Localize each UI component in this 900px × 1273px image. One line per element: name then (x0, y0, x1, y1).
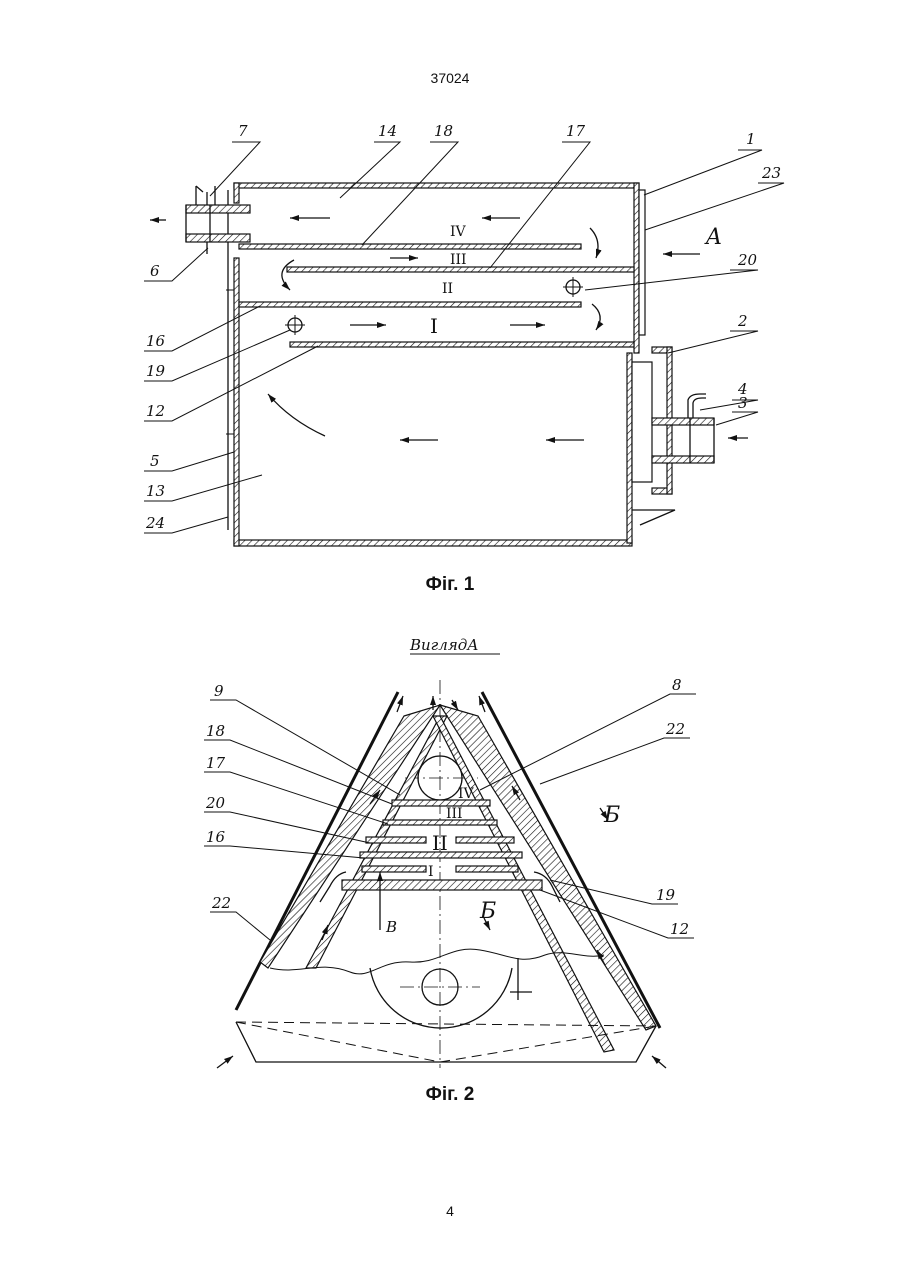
label-18-view: 18 (206, 722, 225, 740)
label-17-view: 17 (206, 754, 226, 772)
view-title: ВиглядА (409, 636, 479, 654)
page-number: 4 (0, 1203, 900, 1219)
partition-16 (239, 302, 581, 307)
label-20: 20 (737, 251, 758, 269)
front-panel-23 (639, 190, 645, 335)
label-23: 23 (761, 164, 781, 182)
burner-arc (370, 968, 512, 1028)
partition-18 (239, 244, 581, 249)
burner-plate (632, 362, 652, 482)
partition-12 (290, 342, 634, 347)
label-18: 18 (434, 122, 453, 140)
label-Be-right: Б (603, 803, 620, 828)
label-17: 17 (566, 122, 586, 140)
label-19-view: 19 (656, 886, 676, 904)
label-B: В (385, 918, 397, 936)
combustion-chamber-right-wall (627, 353, 632, 543)
figure-1-caption: Фіг. 1 (0, 574, 900, 596)
channel-II: II (442, 281, 453, 297)
outlet-pipe-6-bottom (186, 234, 250, 242)
channel-II-view: II (432, 831, 448, 855)
label-16: 16 (146, 332, 166, 350)
burner-tube-3-top (652, 418, 714, 425)
label-19: 19 (146, 362, 166, 380)
label-view-A: A (704, 225, 722, 250)
channel-I: I (430, 314, 438, 338)
label-8: 8 (672, 676, 682, 694)
label-14: 14 (378, 122, 397, 140)
housing-bottom-wall (234, 540, 632, 546)
channel-III-view: III (446, 806, 463, 822)
label-24: 24 (145, 514, 165, 532)
partition-18-view (392, 800, 490, 806)
label-9: 9 (214, 682, 224, 700)
burner-tube-3-bottom (652, 456, 714, 463)
label-16-view: 16 (206, 828, 226, 846)
channel-IV-view: IV (458, 786, 475, 802)
label-6: 6 (150, 262, 160, 280)
figure-2-caption: Фіг. 2 (0, 1084, 900, 1106)
figure-1: 7 14 18 17 1 23 20 6 16 19 12 2 4 3 5 13… (144, 122, 784, 546)
channel-IV: IV (450, 224, 467, 240)
label-7: 7 (238, 122, 248, 140)
support-bracket (632, 510, 675, 525)
housing-left-wall-upper (234, 183, 239, 203)
partition-20-view (366, 837, 426, 843)
label-5: 5 (150, 452, 160, 470)
housing-right-wall (634, 183, 639, 353)
label-20-view: 20 (205, 794, 226, 812)
label-22-right: 22 (665, 720, 685, 738)
label-12: 12 (146, 402, 165, 420)
label-2: 2 (737, 312, 748, 330)
figure-2: ВиглядА (204, 636, 696, 1068)
label-13: 13 (146, 482, 165, 500)
housing-left-wall (234, 258, 239, 546)
label-Be-center: Б (479, 899, 496, 924)
label-1: 1 (746, 130, 756, 148)
label-3: 3 (738, 394, 748, 412)
housing-top-wall (234, 183, 639, 188)
channel-III: III (450, 252, 467, 268)
outlet-pipe-6-top (186, 205, 250, 213)
label-22-left: 22 (211, 894, 231, 912)
label-12-view: 12 (670, 920, 689, 938)
channel-I-view: I (428, 864, 434, 880)
partition-17-view (383, 820, 497, 825)
partition-12-view (342, 880, 542, 890)
